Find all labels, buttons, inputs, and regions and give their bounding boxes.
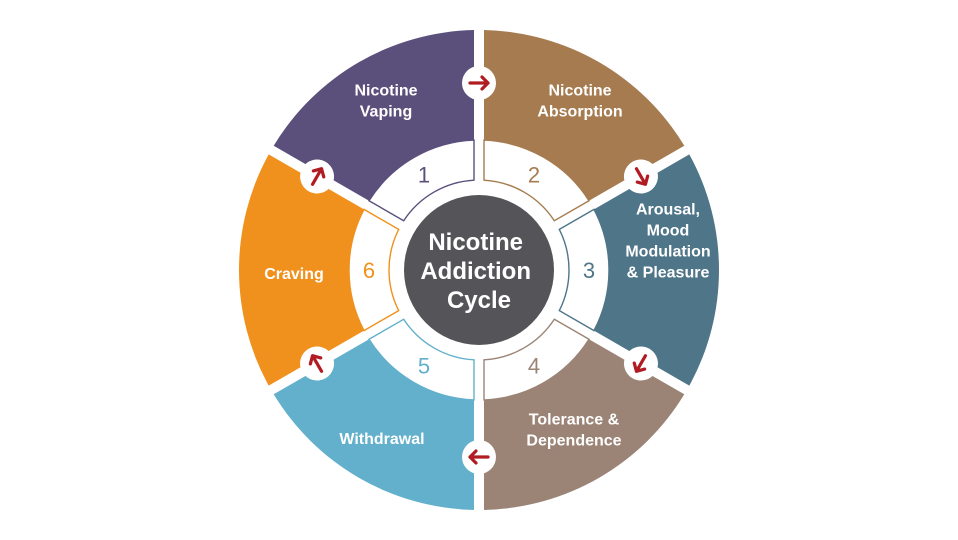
cycle-arrow-icon bbox=[462, 440, 496, 474]
segment-6: 6 Craving bbox=[239, 154, 400, 386]
segment-band-2 bbox=[484, 30, 685, 201]
segment-label-4: Tolerance & Dependence bbox=[526, 412, 621, 450]
segment-band-1 bbox=[273, 30, 474, 201]
center-circle bbox=[404, 195, 554, 345]
segment-number-5: 5 bbox=[418, 353, 430, 378]
center-title-line-2: Addiction bbox=[420, 258, 531, 285]
center-title-line-1: Nicotine bbox=[428, 229, 523, 256]
segment-tab-2 bbox=[483, 139, 590, 222]
segment-tab-4 bbox=[483, 318, 590, 401]
segment-label-3-line-4: & Pleasure bbox=[627, 265, 710, 282]
segment-label-5-line-1: Withdrawal bbox=[339, 431, 424, 448]
segment-band-4 bbox=[484, 339, 685, 510]
segment-label-3-line-2: Mood bbox=[647, 223, 690, 240]
segment-number-6: 6 bbox=[363, 258, 375, 283]
segment-label-1-line-2: Vaping bbox=[360, 104, 412, 121]
cycle-arrow-icon bbox=[300, 346, 335, 381]
segment-label-4-line-2: Dependence bbox=[526, 433, 621, 450]
cycle-arrow-icon bbox=[300, 159, 335, 194]
segment-number-3: 3 bbox=[583, 258, 595, 283]
segment-band-5 bbox=[273, 339, 474, 510]
segment-number-1: 1 bbox=[418, 163, 430, 188]
segment-label-5: Withdrawal bbox=[339, 431, 424, 448]
segment-tab-3 bbox=[558, 208, 610, 332]
segment-label-1-line-1: Nicotine bbox=[354, 83, 417, 100]
segment-band-3 bbox=[594, 154, 719, 386]
arrows-layer bbox=[300, 66, 658, 474]
segment-label-4-line-1: Tolerance & bbox=[529, 412, 620, 429]
segment-tab-1 bbox=[368, 139, 475, 222]
segment-label-2-line-2: Absorption bbox=[537, 104, 622, 121]
segment-label-6-line-1: Craving bbox=[264, 266, 324, 283]
segment-label-3-line-1: Arousal, bbox=[636, 202, 700, 219]
center-hub: Nicotine Addiction Cycle bbox=[404, 195, 554, 345]
segment-label-3-line-3: Modulation bbox=[625, 244, 710, 261]
cycle-arrow-icon bbox=[623, 346, 658, 381]
center-title-line-3: Cycle bbox=[447, 287, 511, 314]
segment-number-4: 4 bbox=[528, 353, 540, 378]
segment-label-6: Craving bbox=[264, 266, 324, 283]
cycle-arrow-icon bbox=[462, 66, 496, 100]
segment-tab-6 bbox=[348, 208, 400, 332]
cycle-arrow-icon bbox=[623, 159, 658, 194]
segment-band-6 bbox=[239, 154, 364, 386]
segment-tab-5 bbox=[368, 318, 475, 401]
segment-label-2-line-1: Nicotine bbox=[548, 83, 611, 100]
segment-number-2: 2 bbox=[528, 163, 540, 188]
center-title: Nicotine Addiction Cycle bbox=[420, 229, 537, 314]
